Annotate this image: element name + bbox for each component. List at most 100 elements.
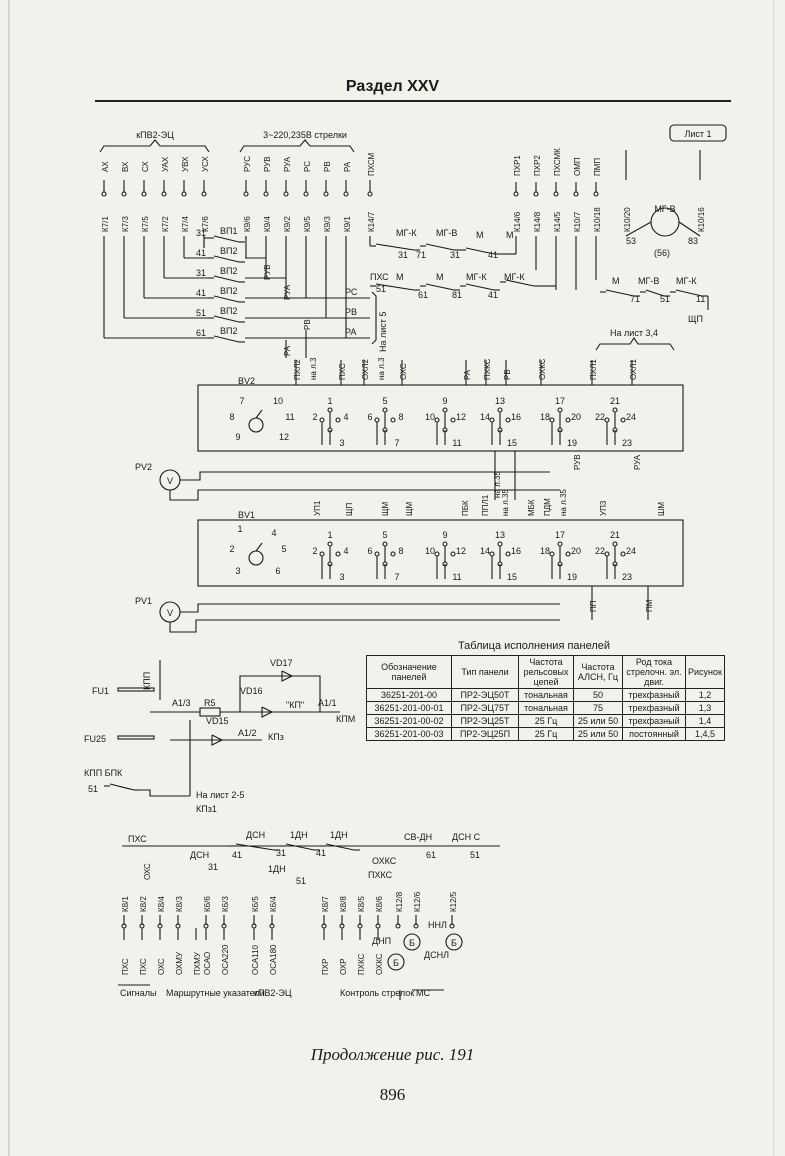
contact-number: 9 <box>442 396 447 406</box>
terminal-label: А1/1 <box>318 698 337 708</box>
diode-vd17 <box>281 670 294 682</box>
relay-label: МГ-В <box>436 228 457 238</box>
table-header: Рисунок <box>685 655 725 689</box>
switch-contact <box>565 551 571 557</box>
terminal-label: К8/1 <box>121 896 130 912</box>
contact-number: 51 <box>660 294 670 304</box>
contact-number: 51 <box>88 784 98 794</box>
switch-contact <box>620 417 626 423</box>
switch-contact <box>390 551 396 557</box>
fuse-fu1 <box>117 687 155 692</box>
terminal-label: К12/8 <box>395 891 404 912</box>
contact-number: 23 <box>622 438 632 448</box>
switch-contact <box>604 417 610 423</box>
switch-contact <box>489 417 495 423</box>
page-number: 896 <box>379 1085 406 1104</box>
rotary-switch-pointer <box>255 409 263 419</box>
wire-label: ОХМУ <box>175 951 184 975</box>
wire-label: ОХЛ2 <box>361 359 370 380</box>
terminal-node <box>413 923 419 929</box>
terminal-label: К10/18 <box>593 207 602 232</box>
relay-contact <box>465 283 495 291</box>
wire-label: ОСА180 <box>269 944 278 975</box>
switch-contact <box>382 541 388 547</box>
rotary-switch-knob <box>248 550 264 566</box>
relay-label: ДСН <box>246 830 265 840</box>
contact-number: 41 <box>488 250 498 260</box>
wire-label: УСХ <box>201 156 210 172</box>
diode-label: VD16 <box>240 686 263 696</box>
contact-number: 31 <box>196 268 206 278</box>
switch-contact <box>549 417 555 423</box>
terminal-label: К7/3 <box>121 216 130 232</box>
table-cell: трехфазный <box>622 701 686 715</box>
wire <box>169 619 560 633</box>
wire-label: ОХС <box>399 363 408 380</box>
switch-label: BV1 <box>238 510 255 520</box>
wire-label: ШМ <box>657 502 666 516</box>
switch-contact <box>374 417 380 423</box>
switch-contact <box>327 407 333 413</box>
wire-label: УП1 <box>313 500 322 516</box>
contact-number: 41 <box>196 248 206 258</box>
terminal-label: К9/1 <box>343 216 352 232</box>
terminal-node <box>201 191 207 197</box>
wire-label: на л.3 <box>309 357 318 380</box>
wire-label: на л.3 <box>377 357 386 380</box>
wire-label: ОХЛ1 <box>629 359 638 380</box>
wire-label: ПХЛ1 <box>589 359 598 380</box>
relay-label: МГ-К <box>504 272 525 282</box>
wire-label: УВХ <box>181 156 190 172</box>
relay-label: М <box>396 272 404 282</box>
contact-number: 23 <box>622 572 632 582</box>
terminal-node <box>263 191 269 197</box>
contact-number: 2 <box>312 546 317 556</box>
terminal-label: К10/16 <box>697 207 706 232</box>
contact-number: 7 <box>394 438 399 448</box>
terminal-label: К9/4 <box>263 216 272 232</box>
terminal-label: К14/5 <box>553 211 562 232</box>
table-cell: 1,4 <box>685 714 725 728</box>
contact-number: 13 <box>495 396 505 406</box>
contact-number: 16 <box>511 546 521 556</box>
table-cell: 50 <box>573 688 623 702</box>
terminal-label: К10/7 <box>573 211 582 232</box>
relay-contact <box>505 279 535 287</box>
relay-label: М <box>436 272 444 282</box>
relay-contact <box>213 295 240 303</box>
switch-contact <box>620 551 626 557</box>
switch-contact <box>442 407 448 413</box>
table-header: Частота рельсовых цепей <box>518 655 574 689</box>
group-label-kpv: кПВ2-ЭЦ <box>136 130 174 140</box>
contact-number: 8 <box>398 412 403 422</box>
wire-label: ОХКС <box>375 953 384 975</box>
relay-contact <box>109 783 135 791</box>
contact-number: 83 <box>688 236 698 246</box>
contact-number: 81 <box>452 290 462 300</box>
contact-number: 13 <box>495 530 505 540</box>
switch-position: 9 <box>235 432 240 442</box>
switch-contact <box>489 551 495 557</box>
wire-label: ОСАО <box>203 952 212 975</box>
terminal-label: К12/6 <box>413 891 422 912</box>
terminal-label: К6/5 <box>251 896 260 912</box>
contact-number: 24 <box>626 412 636 422</box>
contact-number: 10 <box>425 546 435 556</box>
switch-contact <box>612 407 618 413</box>
terminal-node <box>573 191 579 197</box>
terminal-label: К6/6 <box>203 896 212 912</box>
wire <box>678 221 701 237</box>
relay-contact <box>235 843 275 851</box>
group-label-na-list-25: На лист 2-5 <box>196 790 244 800</box>
switch-contact <box>505 551 511 557</box>
contact-number: 15 <box>507 572 517 582</box>
bv1-panel-box <box>197 519 684 587</box>
terminal-label: К14/7 <box>367 211 376 232</box>
contact-number: 71 <box>416 250 426 260</box>
switch-position: 8 <box>229 412 234 422</box>
group-label-strelki: 3~220,235В стрелки <box>263 130 347 140</box>
relay-contact-label: ВП2 <box>220 306 237 316</box>
